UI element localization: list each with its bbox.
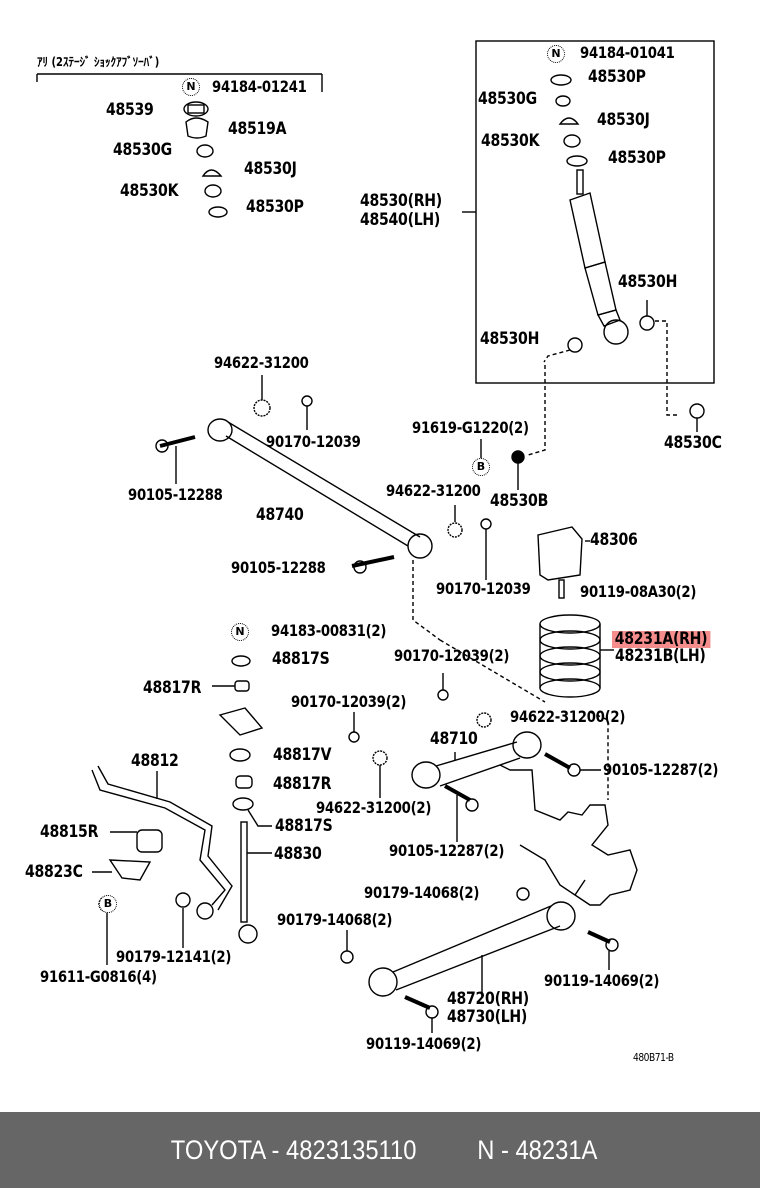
part-callout[interactable]: 48530G [113,140,172,160]
part-callout[interactable]: 48530P [608,148,666,168]
part-callout[interactable]: 48231B(LH) [615,646,706,666]
bolt-symbol-icon: B [99,895,117,913]
part-callout[interactable]: 94184-01041 [580,43,675,62]
arm-48740 [155,375,441,641]
coil-spring [539,614,601,698]
parts-diagram: N N N B B ｱﾘ (2ｽﾃｰｼﾞ ｼｮｯｸｱﾌﾞｿｰﾊﾞ) 94184-… [25,40,722,1064]
arm-48710 [348,673,638,906]
part-callout[interactable]: 48817R [143,678,202,698]
part-callout[interactable]: 90119-14069(2) [366,1034,482,1053]
option-parts-icons [183,101,228,218]
part-callout[interactable]: 90105-12288 [128,485,223,504]
part-callout[interactable]: 48817S [275,816,333,836]
footer-diagram-ref: N - 48231A [477,1134,598,1165]
stabilizer-bar [91,655,272,965]
footer-part-number: TOYOTA - 4823135110 [170,1134,417,1165]
part-callout[interactable]: 48823C [25,862,83,882]
part-callout[interactable]: 90105-12287(2) [603,760,719,779]
part-callout[interactable]: 90105-12288 [231,558,326,577]
part-callout[interactable]: 48710 [430,729,478,749]
nut-symbol-icon: N [231,623,249,641]
spring-parts [439,439,614,800]
part-callout[interactable]: 48530P [246,197,304,217]
part-callout[interactable]: 90119-08A30(2) [580,582,697,601]
part-callout[interactable]: 94622-31200 [386,481,481,500]
part-callout[interactable]: 48817S [272,649,330,669]
part-callout[interactable]: 91611-G0816(4) [40,967,157,986]
footer-bar: TOYOTA - 4823135110 N - 48231A [0,1112,760,1188]
part-callout[interactable]: 48530G [478,89,537,109]
part-callout[interactable]: 48539 [106,100,154,120]
option-bracket [36,73,323,92]
part-callout[interactable]: 94622-31200(2) [510,707,626,726]
part-callout[interactable]: 94622-31200 [214,353,309,372]
part-callout[interactable]: 90105-12287(2) [389,841,505,860]
part-callout[interactable]: 48519A [228,119,287,139]
part-callout[interactable]: 90179-12141(2) [116,947,232,966]
part-callout[interactable]: 48730(LH) [447,1007,528,1027]
part-callout[interactable]: 90179-14068(2) [364,883,480,902]
part-callout[interactable]: 94622-31200(2) [316,798,432,817]
bolt-symbol-icon: B [472,458,490,476]
part-callout[interactable]: 48530J [597,110,650,130]
part-callout[interactable]: 48530(RH) [360,191,442,211]
part-callout[interactable]: 48530H [480,329,540,349]
part-callout[interactable]: 48817R [273,774,332,794]
shock-box [462,40,715,456]
part-callout[interactable]: 48740 [256,505,304,525]
part-callout[interactable]: 48812 [131,751,179,771]
part-callout[interactable]: 48530K [481,131,540,151]
part-callout[interactable]: 48306 [590,530,638,550]
nut-symbol-icon: N [547,45,565,63]
part-callout[interactable]: 90170-12039 [436,579,531,598]
part-callout[interactable]: 48530K [120,181,179,201]
part-callout[interactable]: 48817V [273,745,332,765]
part-callout[interactable]: 90170-12039(2) [291,692,407,711]
part-callout[interactable]: 91619-G1220(2) [412,418,529,437]
part-callout[interactable]: 48530H [618,272,678,292]
part-callout[interactable]: 90119-14069(2) [544,971,660,990]
part-callout[interactable]: 48530C [664,433,722,453]
part-callout[interactable]: 48720(RH) [447,989,529,1009]
diagram-reference-code: 480B71-B [633,1051,674,1064]
nut-symbol-icon: N [182,78,200,96]
part-callout[interactable]: 90170-12039(2) [394,646,510,665]
arm-48720 [340,901,619,1033]
part-callout[interactable]: 48530P [588,67,646,87]
part-callout[interactable]: 48530J [244,159,297,179]
option-heading: ｱﾘ (2ｽﾃｰｼﾞ ｼｮｯｸｱﾌﾞｿｰﾊﾞ) [37,55,160,69]
part-callout[interactable]: 94184-01241 [212,77,307,96]
part-callout[interactable]: 90170-12039 [266,432,361,451]
part-callout[interactable]: 48830 [274,844,322,864]
part-callout[interactable]: 94183-00831(2) [271,621,387,640]
part-callout[interactable]: 48530B [490,491,549,511]
part-callout-highlighted[interactable]: 48231A(RH) [612,631,711,648]
part-callout[interactable]: 48540(LH) [360,210,441,230]
part-callout[interactable]: 48815R [40,822,99,842]
part-callout[interactable]: 90179-14068(2) [277,910,393,929]
